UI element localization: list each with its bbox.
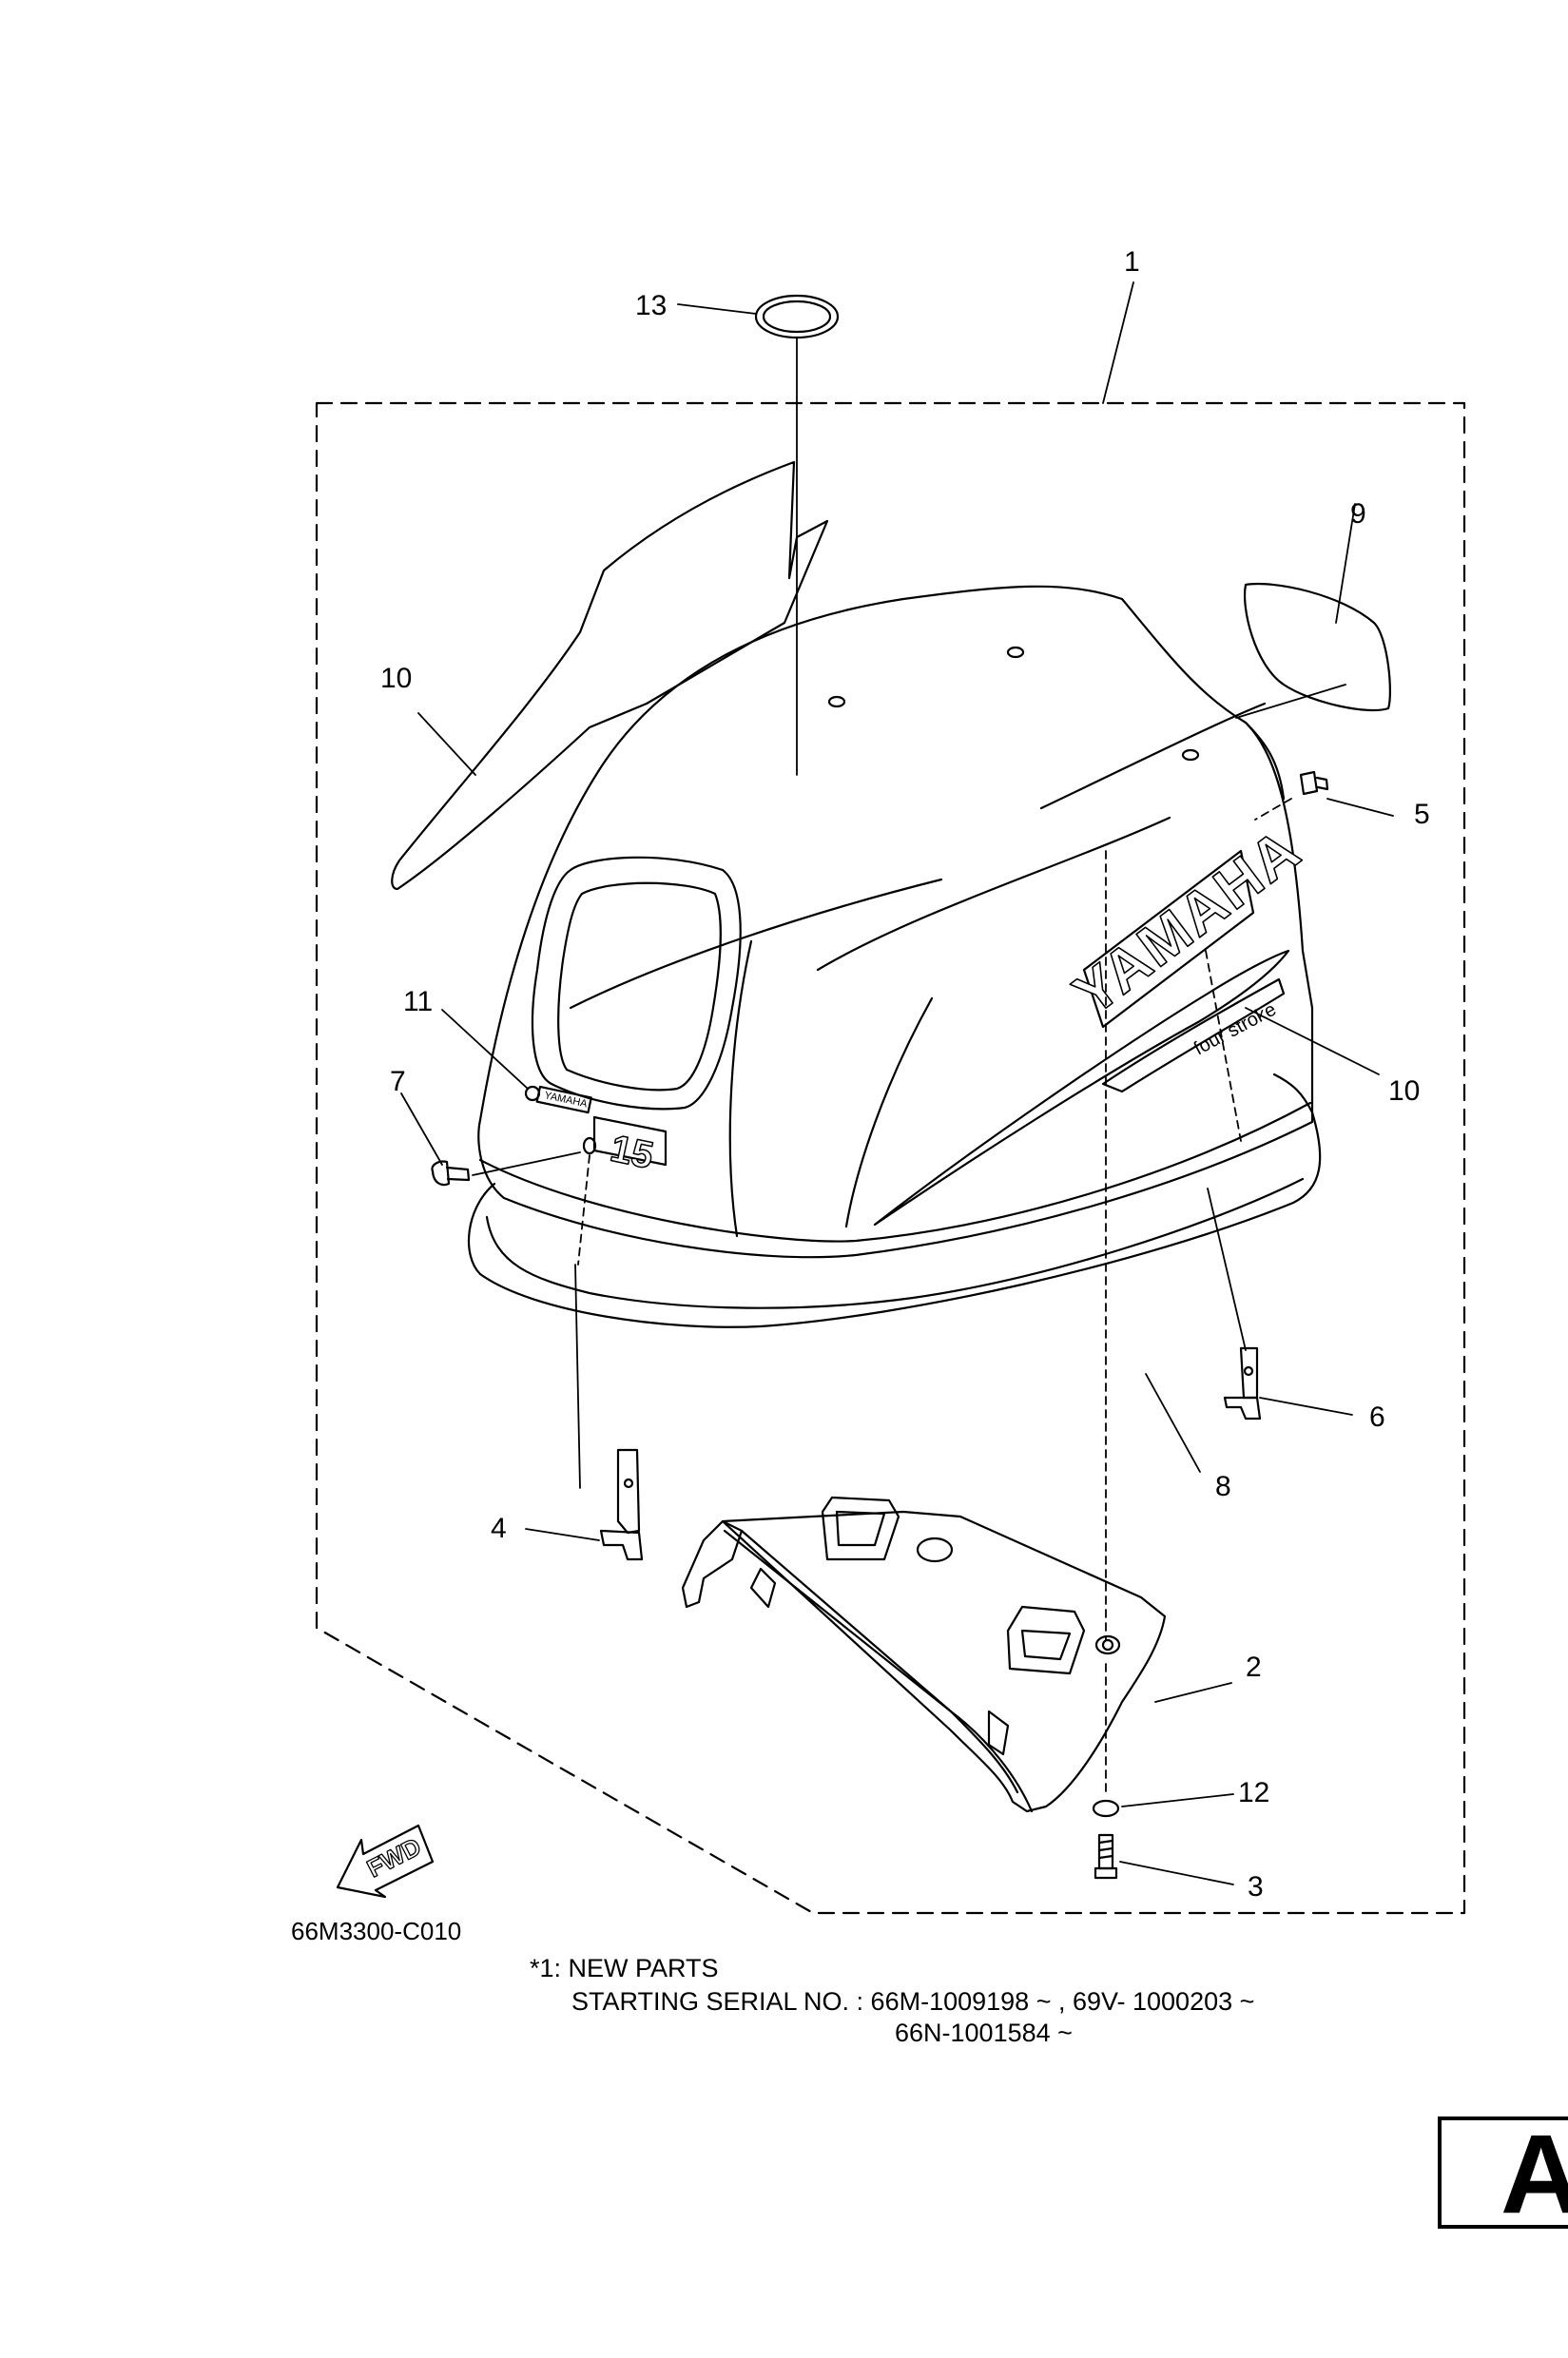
page-index-letter: A — [1500, 2112, 1568, 2237]
callout-7: 7 — [390, 1066, 406, 1097]
side-decal-tagline-text: four stroke — [1191, 999, 1280, 1060]
forward-direction-label: FWD — [362, 1832, 425, 1884]
alignment-lines — [577, 798, 1292, 1798]
top-cowling — [477, 585, 1314, 1259]
bottom-plate — [681, 1496, 1167, 1813]
leader-lines — [400, 281, 1394, 1885]
callout-4: 4 — [491, 1513, 507, 1544]
bolt-part-7 — [431, 1160, 471, 1187]
new-parts-note: *1: NEW PARTS — [530, 1954, 719, 1982]
bolt-part-5 — [1299, 770, 1329, 796]
serial-number-note-continued: 66N-1001584 ~ — [895, 2019, 1073, 2047]
callout-5: 5 — [1414, 799, 1430, 830]
model-badge: YAMAHA 15 — [524, 1085, 668, 1178]
callout-9: 9 — [1350, 498, 1366, 530]
callout-2: 2 — [1246, 1652, 1262, 1683]
callout-6: 6 — [1369, 1401, 1385, 1433]
diagram-code: 66M3300-C010 — [291, 1917, 462, 1945]
screw-part-3 — [1094, 1833, 1118, 1880]
callout-10-left: 10 — [380, 663, 412, 694]
callout-8: 8 — [1215, 1471, 1231, 1502]
seal-gasket — [467, 1073, 1322, 1328]
assembly-boundary — [315, 401, 1466, 1915]
side-decal-yamaha: YAMAHA four stroke — [873, 816, 1314, 1227]
callout-3: 3 — [1248, 1871, 1264, 1903]
page-index-tab: A — [1438, 2113, 1568, 2236]
bracket-part-4 — [599, 1448, 644, 1561]
serial-number-note: STARTING SERIAL NO. : 66M-1009198 ~ , 69… — [571, 1987, 1255, 2016]
washer-part-12 — [1092, 1799, 1120, 1818]
model-badge-number-text: 15 — [607, 1128, 657, 1177]
stripe-decal-top — [391, 460, 829, 891]
callout-11: 11 — [403, 986, 433, 1017]
callout-10-right: 10 — [1388, 1075, 1420, 1107]
air-intake-opening — [531, 856, 742, 1111]
bracket-part-6 — [1223, 1346, 1262, 1421]
grommet-part-13 — [754, 294, 840, 339]
callout-1: 1 — [1124, 246, 1140, 278]
callout-13: 13 — [635, 290, 667, 321]
sign-plate — [1244, 582, 1391, 712]
callout-12: 12 — [1238, 1777, 1269, 1808]
forward-direction-arrow: FWD — [336, 1824, 435, 1899]
callout-numbers: 1 13 9 10 5 11 7 10 6 8 4 2 12 3 — [380, 246, 1430, 1903]
